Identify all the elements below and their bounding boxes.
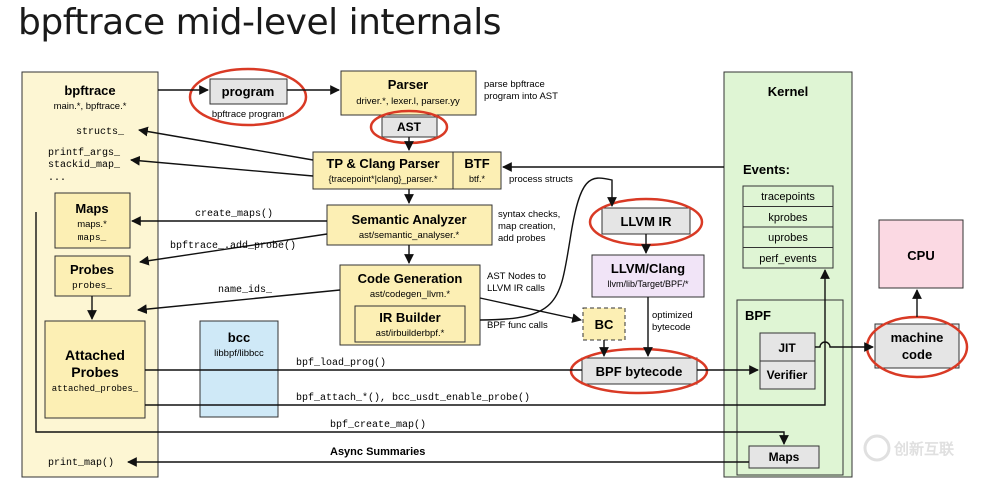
program-box (209, 78, 288, 105)
maps-var: maps_ (78, 232, 107, 243)
attached-title-1: Attached (65, 347, 125, 363)
ir-builder-box (354, 305, 466, 343)
watermark-text: 创新互联 (893, 440, 955, 458)
arrow-codegen-to-attached (137, 289, 341, 315)
codegen-note-1: AST Nodes to (487, 271, 546, 282)
kernel-maps-box (748, 445, 820, 469)
bcc-files: libbpf/libbcc (214, 348, 264, 359)
bpftrace-files: main.*, bpftrace.* (54, 101, 127, 112)
call-load-prog: bpf_load_prog() (296, 357, 386, 369)
cpu-box (878, 219, 964, 289)
machine-code-box (874, 323, 960, 369)
maps-title: Maps (75, 201, 108, 216)
parser-note-1: parse bpftrace (484, 79, 545, 90)
llvm-ir-box (601, 207, 691, 235)
attached-probes-box (44, 320, 146, 419)
llvm-clang-box (591, 254, 705, 298)
tp-clang-box (312, 151, 454, 190)
semantic-note-1: syntax checks, (498, 209, 560, 220)
event-tracepoints: tracepoints (761, 191, 815, 203)
llvm-clang-title: LLVM/Clang (611, 261, 685, 276)
line-attach (145, 269, 830, 406)
arrow-codegen-to-bc (479, 297, 582, 323)
parser-title: Parser (388, 77, 428, 92)
arrow-semantic-to-probes (139, 233, 328, 266)
probes-box (54, 255, 131, 297)
machine-code-label-2: code (902, 347, 932, 362)
bpftrace-item-stackid-map: stackid_map_ (48, 159, 121, 171)
ir-builder-note: BPF func calls (487, 320, 548, 331)
event-perf-events: perf_events (759, 253, 817, 265)
semantic-note-3: add probes (498, 233, 546, 244)
call-attach: bpf_attach_*(), bcc_usdt_enable_probe() (296, 392, 530, 404)
btf-title: BTF (464, 156, 489, 171)
process-structs-note: process structs (509, 174, 573, 185)
bpf-bytecode-label: BPF bytecode (596, 364, 683, 379)
bcc-box (199, 320, 279, 418)
print-map-label: print_map() (48, 457, 114, 469)
maps-files: maps.* (77, 219, 107, 230)
attached-title-2: Probes (71, 364, 119, 380)
semantic-box (326, 204, 493, 246)
semantic-note-2: map creation, (498, 221, 556, 232)
bc-label: BC (595, 317, 614, 332)
bpf-bytecode-highlight (569, 347, 709, 395)
watermark-logo: 创新互联 (863, 434, 955, 462)
tp-clang-title: TP & Clang Parser (326, 156, 439, 171)
program-highlight (188, 67, 308, 127)
event-kprobes: kprobes (768, 212, 808, 224)
probes-var: probes_ (72, 280, 112, 291)
line-create-map (35, 212, 789, 445)
codegen-note-2: LLVM IR calls (487, 283, 545, 294)
bpftrace-title: bpftrace (64, 83, 115, 98)
ir-builder-files: ast/irbuilderbpf.* (376, 328, 445, 339)
kernel-title: Kernel (768, 84, 808, 99)
codegen-title: Code Generation (358, 271, 463, 286)
codegen-files: ast/codegen_llvm.* (370, 289, 451, 300)
bpftrace-item-ellipsis: ... (48, 173, 66, 184)
llvm-clang-note-2: bytecode (652, 322, 691, 333)
bpftrace-item-printf-args: printf_args_ (48, 147, 121, 159)
bcc-title: bcc (228, 330, 250, 345)
call-add-probe: bpftrace_.add_probe() (170, 240, 296, 252)
llvm-ir-label: LLVM IR (620, 214, 672, 229)
bpf-bytecode-box (581, 357, 698, 385)
bpftrace-item-structs: structs_ (76, 127, 125, 138)
llvm-clang-files: llvm/lib/Target/BPF/* (607, 279, 689, 289)
cpu-label: CPU (907, 248, 934, 263)
ir-builder-title: IR Builder (379, 310, 440, 325)
parser-files: driver.*, lexer.l, parser.yy (356, 96, 460, 107)
semantic-files: ast/semantic_analyser.* (359, 230, 460, 241)
call-create-maps: create_maps() (195, 208, 273, 220)
page-title: bpftrace mid-level internals (18, 2, 501, 43)
verifier-label: Verifier (767, 368, 808, 382)
call-create-map: bpf_create_map() (330, 419, 426, 431)
btf-files: btf.* (469, 174, 486, 184)
machine-code-label-1: machine (891, 330, 944, 345)
maps-box (54, 192, 131, 249)
attached-var: attached_probes_ (52, 384, 139, 394)
tp-clang-files: {tracepoint*|clang}_parser.* (329, 174, 438, 184)
ast-label: AST (397, 120, 422, 134)
arrow-tp-to-printf (130, 155, 314, 177)
jit-label: JIT (778, 341, 796, 355)
probes-title: Probes (70, 262, 114, 277)
kernel-maps-label: Maps (769, 450, 800, 464)
llvm-clang-note-1: optimized (652, 310, 693, 321)
bpf-title: BPF (745, 308, 771, 323)
events-title: Events: (743, 162, 790, 177)
semantic-title: Semantic Analyzer (351, 212, 466, 227)
arrow-codegen-to-llvm-ir (479, 177, 617, 321)
program-label: program (222, 84, 275, 99)
call-async-summaries: Async Summaries (330, 446, 425, 458)
call-name-ids: name_ids_ (218, 284, 273, 296)
parser-note-2: program into AST (484, 91, 558, 102)
event-uprobes: uprobes (768, 232, 808, 244)
program-caption: bpftrace program (212, 109, 284, 120)
btf-box (452, 151, 502, 190)
parser-box (340, 70, 477, 116)
arrow-tp-to-structs (138, 126, 314, 161)
